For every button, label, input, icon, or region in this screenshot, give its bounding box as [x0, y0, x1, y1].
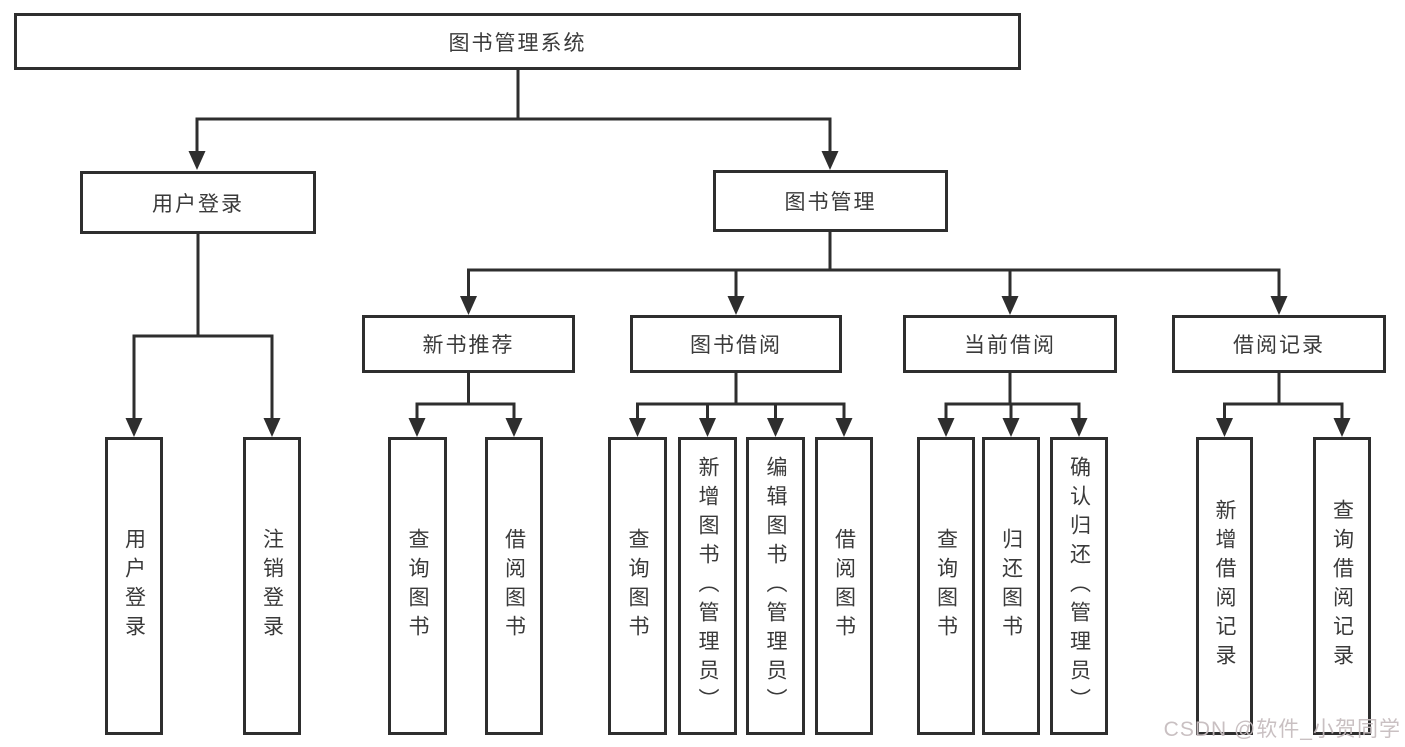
node-book-management-branch: 图书管理: [713, 170, 948, 232]
connector-book-management: [460, 232, 1288, 315]
node-leaf-return-books: 归还图书: [982, 437, 1040, 735]
node-book-borrow: 图书借阅: [630, 315, 842, 373]
node-leaf-logout: 注销登录: [243, 437, 301, 735]
connector-user-login: [125, 234, 281, 437]
node-leaf-edit-book-admin: 编辑图书（管理员）: [746, 437, 805, 735]
node-leaf-confirm-return-admin: 确认归还（管理员）: [1050, 437, 1108, 735]
csdn-watermark: CSDN @软件_小贺同学: [1163, 718, 1401, 741]
node-user-login-branch: 用户登录: [80, 171, 316, 234]
node-current-borrow: 当前借阅: [903, 315, 1117, 373]
node-leaf-borrow-books: 借阅图书: [815, 437, 873, 735]
connector-borrow-records: [1216, 373, 1351, 437]
node-new-book-recommend: 新书推荐: [362, 315, 575, 373]
node-leaf-add-book-admin: 新增图书（管理员）: [678, 437, 737, 735]
node-borrow-records: 借阅记录: [1172, 315, 1386, 373]
connector-current-borrow: [937, 373, 1088, 437]
node-leaf-query-books-borrow: 查询图书: [608, 437, 667, 735]
node-leaf-query-books-current: 查询图书: [917, 437, 975, 735]
node-library-management-system: 图书管理系统: [14, 13, 1021, 70]
node-leaf-query-books-recommend: 查询图书: [388, 437, 447, 735]
node-leaf-add-borrow-record: 新增借阅记录: [1196, 437, 1253, 735]
connector-root: [188, 70, 839, 170]
node-leaf-user-login: 用户登录: [105, 437, 163, 735]
node-leaf-query-borrow-record: 查询借阅记录: [1313, 437, 1371, 735]
connector-book-borrow: [629, 373, 853, 437]
node-leaf-borrow-books-recommend: 借阅图书: [485, 437, 543, 735]
connector-new-book-recommend: [408, 373, 523, 437]
